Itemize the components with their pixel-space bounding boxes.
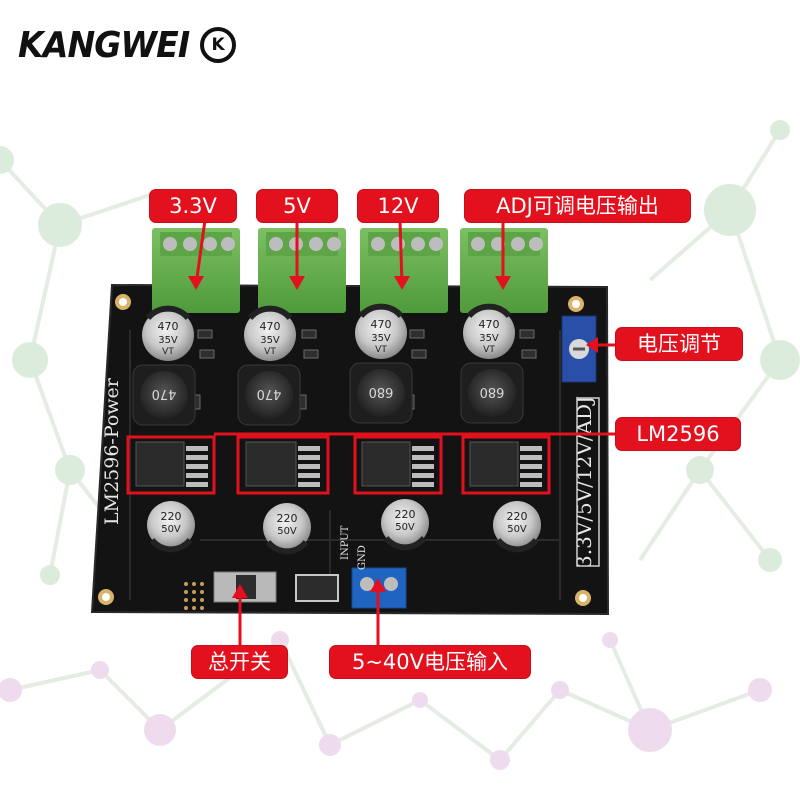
output-list-silkscreen: 3.3V/5V/12V/ADJ: [572, 396, 596, 568]
capacitor-bottom-3: 220 50V: [381, 499, 429, 551]
inductor-4-value: 680: [480, 384, 505, 399]
capacitor-top-3-mark: VT: [375, 345, 387, 355]
pointer-lines: [194, 219, 616, 652]
pointer-arrows: [188, 276, 598, 598]
potentiometer: [561, 315, 597, 383]
label-12v-output: 12V: [358, 190, 438, 222]
capacitor-top-1-voltage: 35V: [158, 335, 178, 346]
capacitor-bottom-4: 220 50V: [493, 501, 541, 553]
capacitor-bottom-2: 220 50V: [263, 503, 311, 555]
header-pins: [184, 582, 204, 610]
capacitor-bottom-1: 220 50V: [147, 501, 195, 553]
capacitor-top-2-value: 470: [260, 320, 281, 333]
capacitor-top-1: 470 35V VT: [142, 305, 194, 361]
label-voltage-adjust: 电压调节: [616, 328, 742, 360]
inductor-1: 470: [132, 364, 196, 426]
capacitor-bottom-4-value: 220: [507, 510, 528, 523]
label-lm2596: LM2596: [616, 418, 740, 450]
brand-logo-mark: K: [200, 27, 237, 63]
gnd-label-silkscreen: GND: [357, 545, 368, 570]
capacitor-top-1-mark: VT: [162, 347, 174, 357]
lm2596-chip-4: [461, 435, 551, 495]
inductor-3: 680: [349, 362, 413, 424]
brand-logo: KANGWEI K: [18, 22, 237, 68]
capacitor-bottom-1-voltage: 50V: [161, 524, 181, 535]
label-adj-output: ADJ可调电压输出: [465, 190, 690, 222]
capacitor-top-2-voltage: 35V: [260, 335, 280, 346]
input-label-silkscreen: INPUT: [340, 525, 351, 560]
capacitor-top-3: 470 35V VT: [355, 303, 407, 359]
capacitor-bottom-2-voltage: 50V: [277, 526, 297, 537]
label-3v3-output: 3.3V: [150, 190, 236, 222]
diode: [295, 574, 339, 602]
inductor-4: 680: [460, 362, 524, 424]
label-5v-output: 5V: [257, 190, 337, 222]
capacitor-top-3-voltage: 35V: [371, 333, 391, 344]
capacitor-bottom-3-voltage: 50V: [395, 522, 415, 533]
bottom-capacitors: 220 50V 220 50V 220 50V 220 50V: [147, 499, 541, 555]
inductor-2-value: 470: [257, 386, 282, 401]
mounting-holes: [98, 294, 591, 606]
capacitor-bottom-3-value: 220: [395, 508, 416, 521]
inductor-1-value: 470: [152, 386, 177, 401]
terminal-12v: [360, 228, 448, 313]
capacitor-top-3-value: 470: [371, 318, 392, 331]
output-terminals: [152, 228, 548, 313]
capacitor-bottom-2-value: 220: [277, 512, 298, 525]
terminal-5v: [258, 228, 346, 313]
lm2596-chip-2: [236, 435, 330, 495]
inductor-3-value: 680: [369, 384, 394, 399]
top-capacitors: 470 35V VT 470 35V VT 470 35V VT 470 35V…: [142, 303, 515, 361]
label-input-voltage: 5~40V电压输入: [330, 646, 530, 678]
capacitor-top-2-mark: VT: [264, 347, 276, 357]
label-main-switch: 总开关: [192, 646, 287, 678]
capacitor-top-4-mark: VT: [483, 345, 495, 355]
terminal-3v3: [152, 228, 240, 313]
capacitor-top-2: 470 35V VT: [244, 305, 296, 361]
capacitor-bottom-1-value: 220: [161, 510, 182, 523]
capacitor-top-4-voltage: 35V: [479, 333, 499, 344]
board-name-silkscreen: LM2596-Power: [101, 377, 123, 525]
brand-logo-text: KANGWEI: [18, 24, 190, 66]
capacitor-top-4: 470 35V VT: [463, 303, 515, 359]
inductors: 470 470 680 680: [132, 362, 524, 426]
capacitor-bottom-4-voltage: 50V: [507, 524, 527, 535]
lm2596-chip-3: [353, 435, 443, 495]
regulator-chips: [126, 435, 551, 495]
capacitor-top-4-value: 470: [479, 318, 500, 331]
lm2596-chip-1: [126, 435, 216, 495]
capacitor-top-1-value: 470: [158, 320, 179, 333]
inductor-2: 470: [237, 364, 301, 426]
